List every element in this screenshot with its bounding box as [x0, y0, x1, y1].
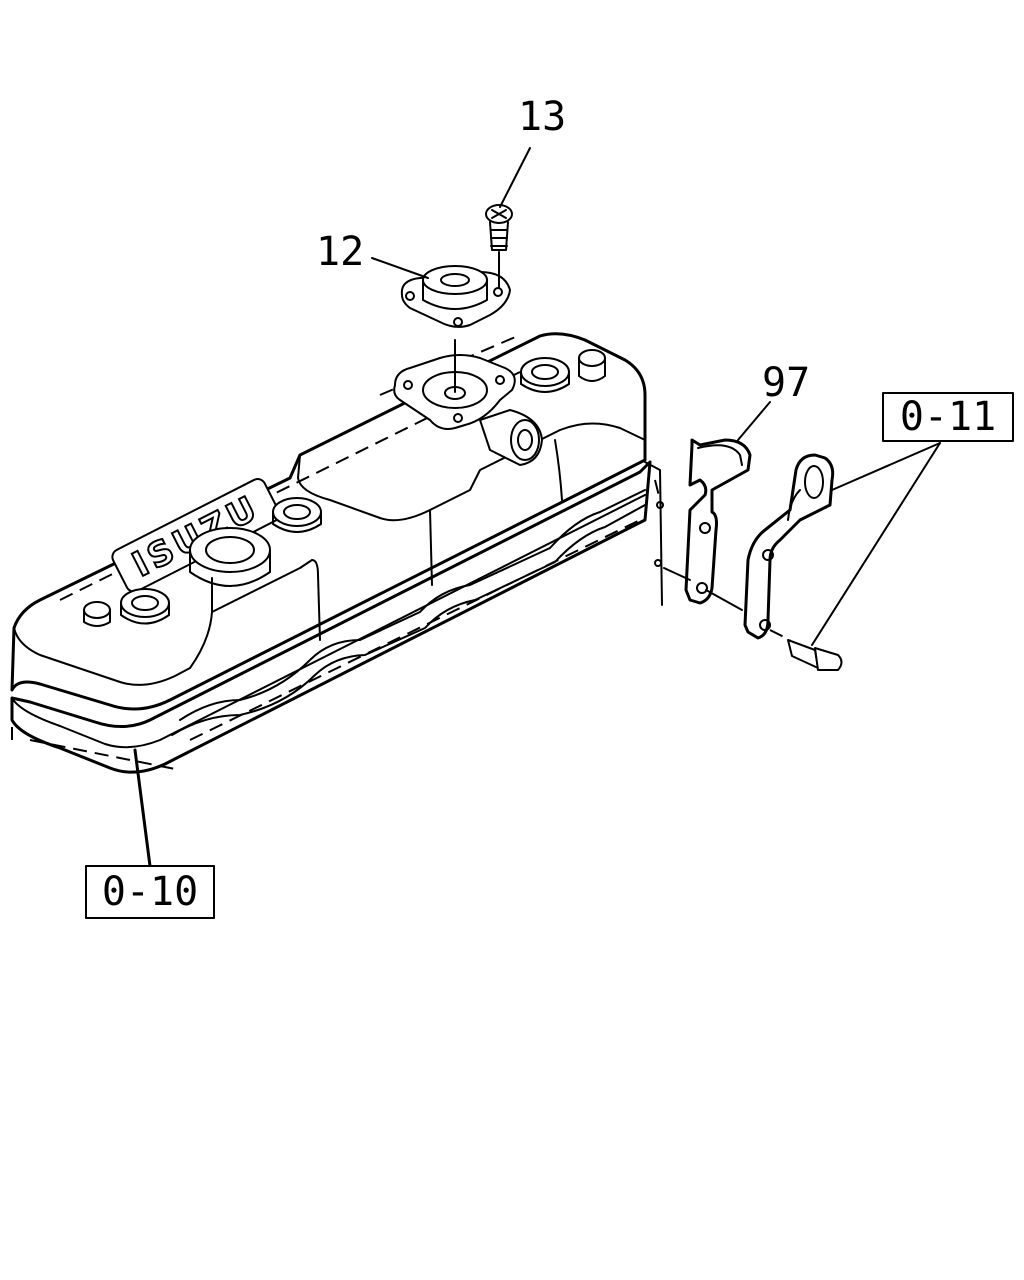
reference-0-11: 0-11 [900, 394, 996, 440]
reference-box-0-10[interactable]: 0-10 [85, 865, 215, 919]
small-port-1 [120, 588, 170, 625]
breather-cap-part-12 [400, 265, 511, 393]
small-port-2 [83, 601, 111, 627]
small-port-5 [578, 349, 606, 382]
screw-part-13 [485, 204, 513, 289]
reference-box-0-11[interactable]: 0-11 [882, 392, 1014, 442]
cover-gasket [10, 460, 652, 774]
small-port-4 [520, 357, 570, 393]
breather-flange [393, 354, 543, 466]
reference-0-10: 0-10 [102, 869, 198, 915]
leader-0-11-a [831, 442, 941, 491]
cover-body [10, 332, 647, 711]
leader-97 [737, 401, 771, 441]
leader-13 [499, 147, 531, 208]
callout-12: 12 [316, 229, 364, 275]
callout-97: 97 [762, 360, 810, 406]
leader-12 [371, 257, 429, 279]
leader-0-11-b [811, 442, 941, 646]
lifting-bracket [743, 453, 835, 641]
oil-filler-port [189, 527, 271, 587]
small-port-3 [272, 497, 322, 533]
callout-13: 13 [518, 94, 566, 140]
flange-bolt [787, 639, 843, 671]
head-cover: ISUZU [10, 332, 664, 774]
leader-0-10 [133, 748, 152, 868]
bracket-part-97 [663, 438, 752, 611]
